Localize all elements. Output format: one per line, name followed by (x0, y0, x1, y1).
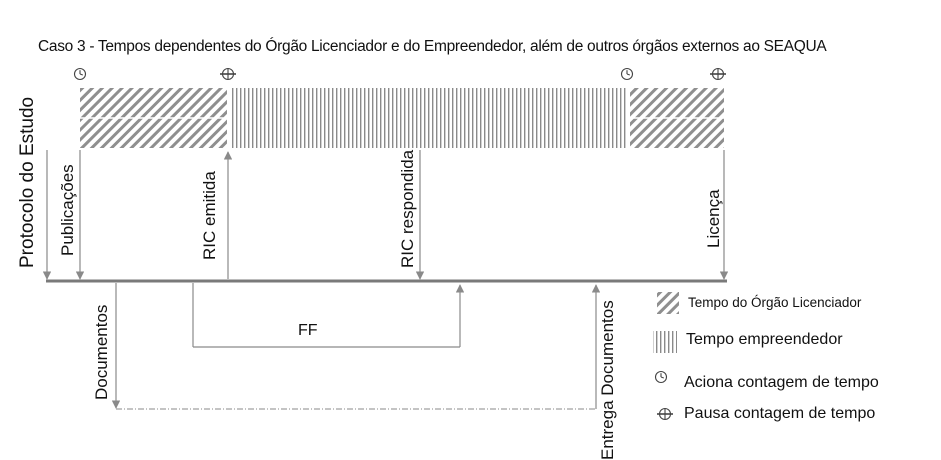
pause-icon (709, 67, 727, 81)
legend-aciona-text: Aciona contagem de tempo (684, 374, 879, 391)
legend-pause-icon (656, 407, 674, 421)
clock-icon (73, 67, 87, 81)
diagram-title: Caso 3 - Tempos dependentes do Órgão Lic… (38, 38, 827, 55)
label-licenca: Licença (704, 189, 723, 248)
label-publicacoes: Publicações (58, 164, 77, 256)
legend-pausa-text: Pausa contagem de tempo (684, 405, 876, 422)
label-entrega-documentos: Entrega Documentos (598, 300, 617, 460)
label-protocolo: Protocolo do Estudo (17, 96, 38, 268)
pause-icon (219, 67, 237, 81)
legend-empreendedor-swatch (653, 331, 677, 353)
label-documentos: Documentos (92, 304, 111, 400)
label-ric-emitida: RIC emitida (200, 171, 219, 260)
legend-clock-icon (654, 370, 668, 384)
legend-orgao-swatch (657, 292, 679, 314)
legend-empreendedor-text: Tempo empreendedor (686, 331, 843, 348)
label-ric-respondida: RIC respondida (398, 149, 417, 268)
clock-icon (620, 67, 634, 81)
legend-orgao-text: Tempo do Órgão Licenciador (688, 295, 862, 310)
empreendedor-segment (230, 88, 628, 148)
label-ff: FF (298, 322, 318, 339)
